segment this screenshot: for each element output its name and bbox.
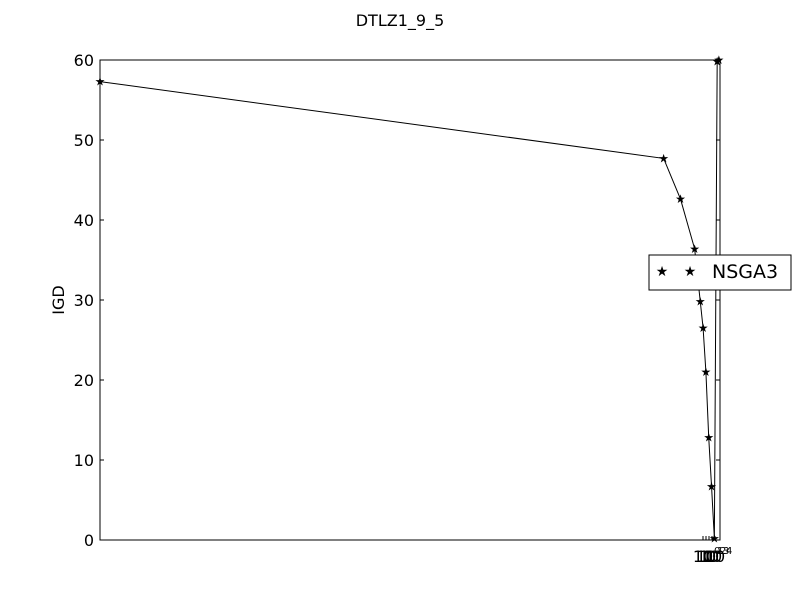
data-point: ★ xyxy=(701,365,712,379)
data-point: ★ xyxy=(703,431,714,445)
data-point: ★ xyxy=(675,192,686,206)
legend-box xyxy=(648,254,792,291)
legend-marker-2: ★ xyxy=(684,264,697,280)
y-tick-label: 30 xyxy=(74,291,94,310)
y-tick-label: 20 xyxy=(74,371,94,390)
x-tick-exponent: 4 xyxy=(726,546,732,557)
data-point: ★ xyxy=(698,321,709,335)
y-tick-label: 40 xyxy=(74,211,94,230)
y-tick-label: 60 xyxy=(74,51,94,70)
y-tick-label: 0 xyxy=(84,531,94,550)
y-tick-label: 50 xyxy=(74,131,94,150)
y-tick-label: 10 xyxy=(74,451,94,470)
data-point: ★ xyxy=(712,55,723,69)
data-point: ★ xyxy=(709,531,720,545)
data-point: ★ xyxy=(658,151,669,165)
legend-marker-1: ★ xyxy=(656,264,669,280)
x-tick-exponent: 1 xyxy=(717,546,723,557)
series-line xyxy=(99,59,720,539)
chart-title: DTLZ1_9_5 xyxy=(356,11,445,31)
data-point: ★ xyxy=(713,53,724,67)
data-point: ★ xyxy=(95,75,106,89)
x-tick-exponent: 0 xyxy=(714,546,720,557)
x-tick-label: 10 xyxy=(705,547,725,566)
data-point: ★ xyxy=(689,242,700,256)
data-point: ★ xyxy=(695,295,706,309)
data-point: ★ xyxy=(706,479,717,493)
x-tick-exponent: 2 xyxy=(720,546,726,557)
x-tick-exponent: 3 xyxy=(723,546,729,557)
y-axis-label: IGD xyxy=(49,285,68,314)
plot-frame xyxy=(99,59,721,541)
x-tick-label: 10 xyxy=(693,547,713,566)
x-tick-label: 10 xyxy=(702,547,722,566)
legend-label: NSGA3 xyxy=(712,261,778,283)
x-tick-label: 10 xyxy=(696,547,716,566)
legend: ★ ★ NSGA3 xyxy=(648,254,792,291)
x-tick-label: 10 xyxy=(699,547,719,566)
